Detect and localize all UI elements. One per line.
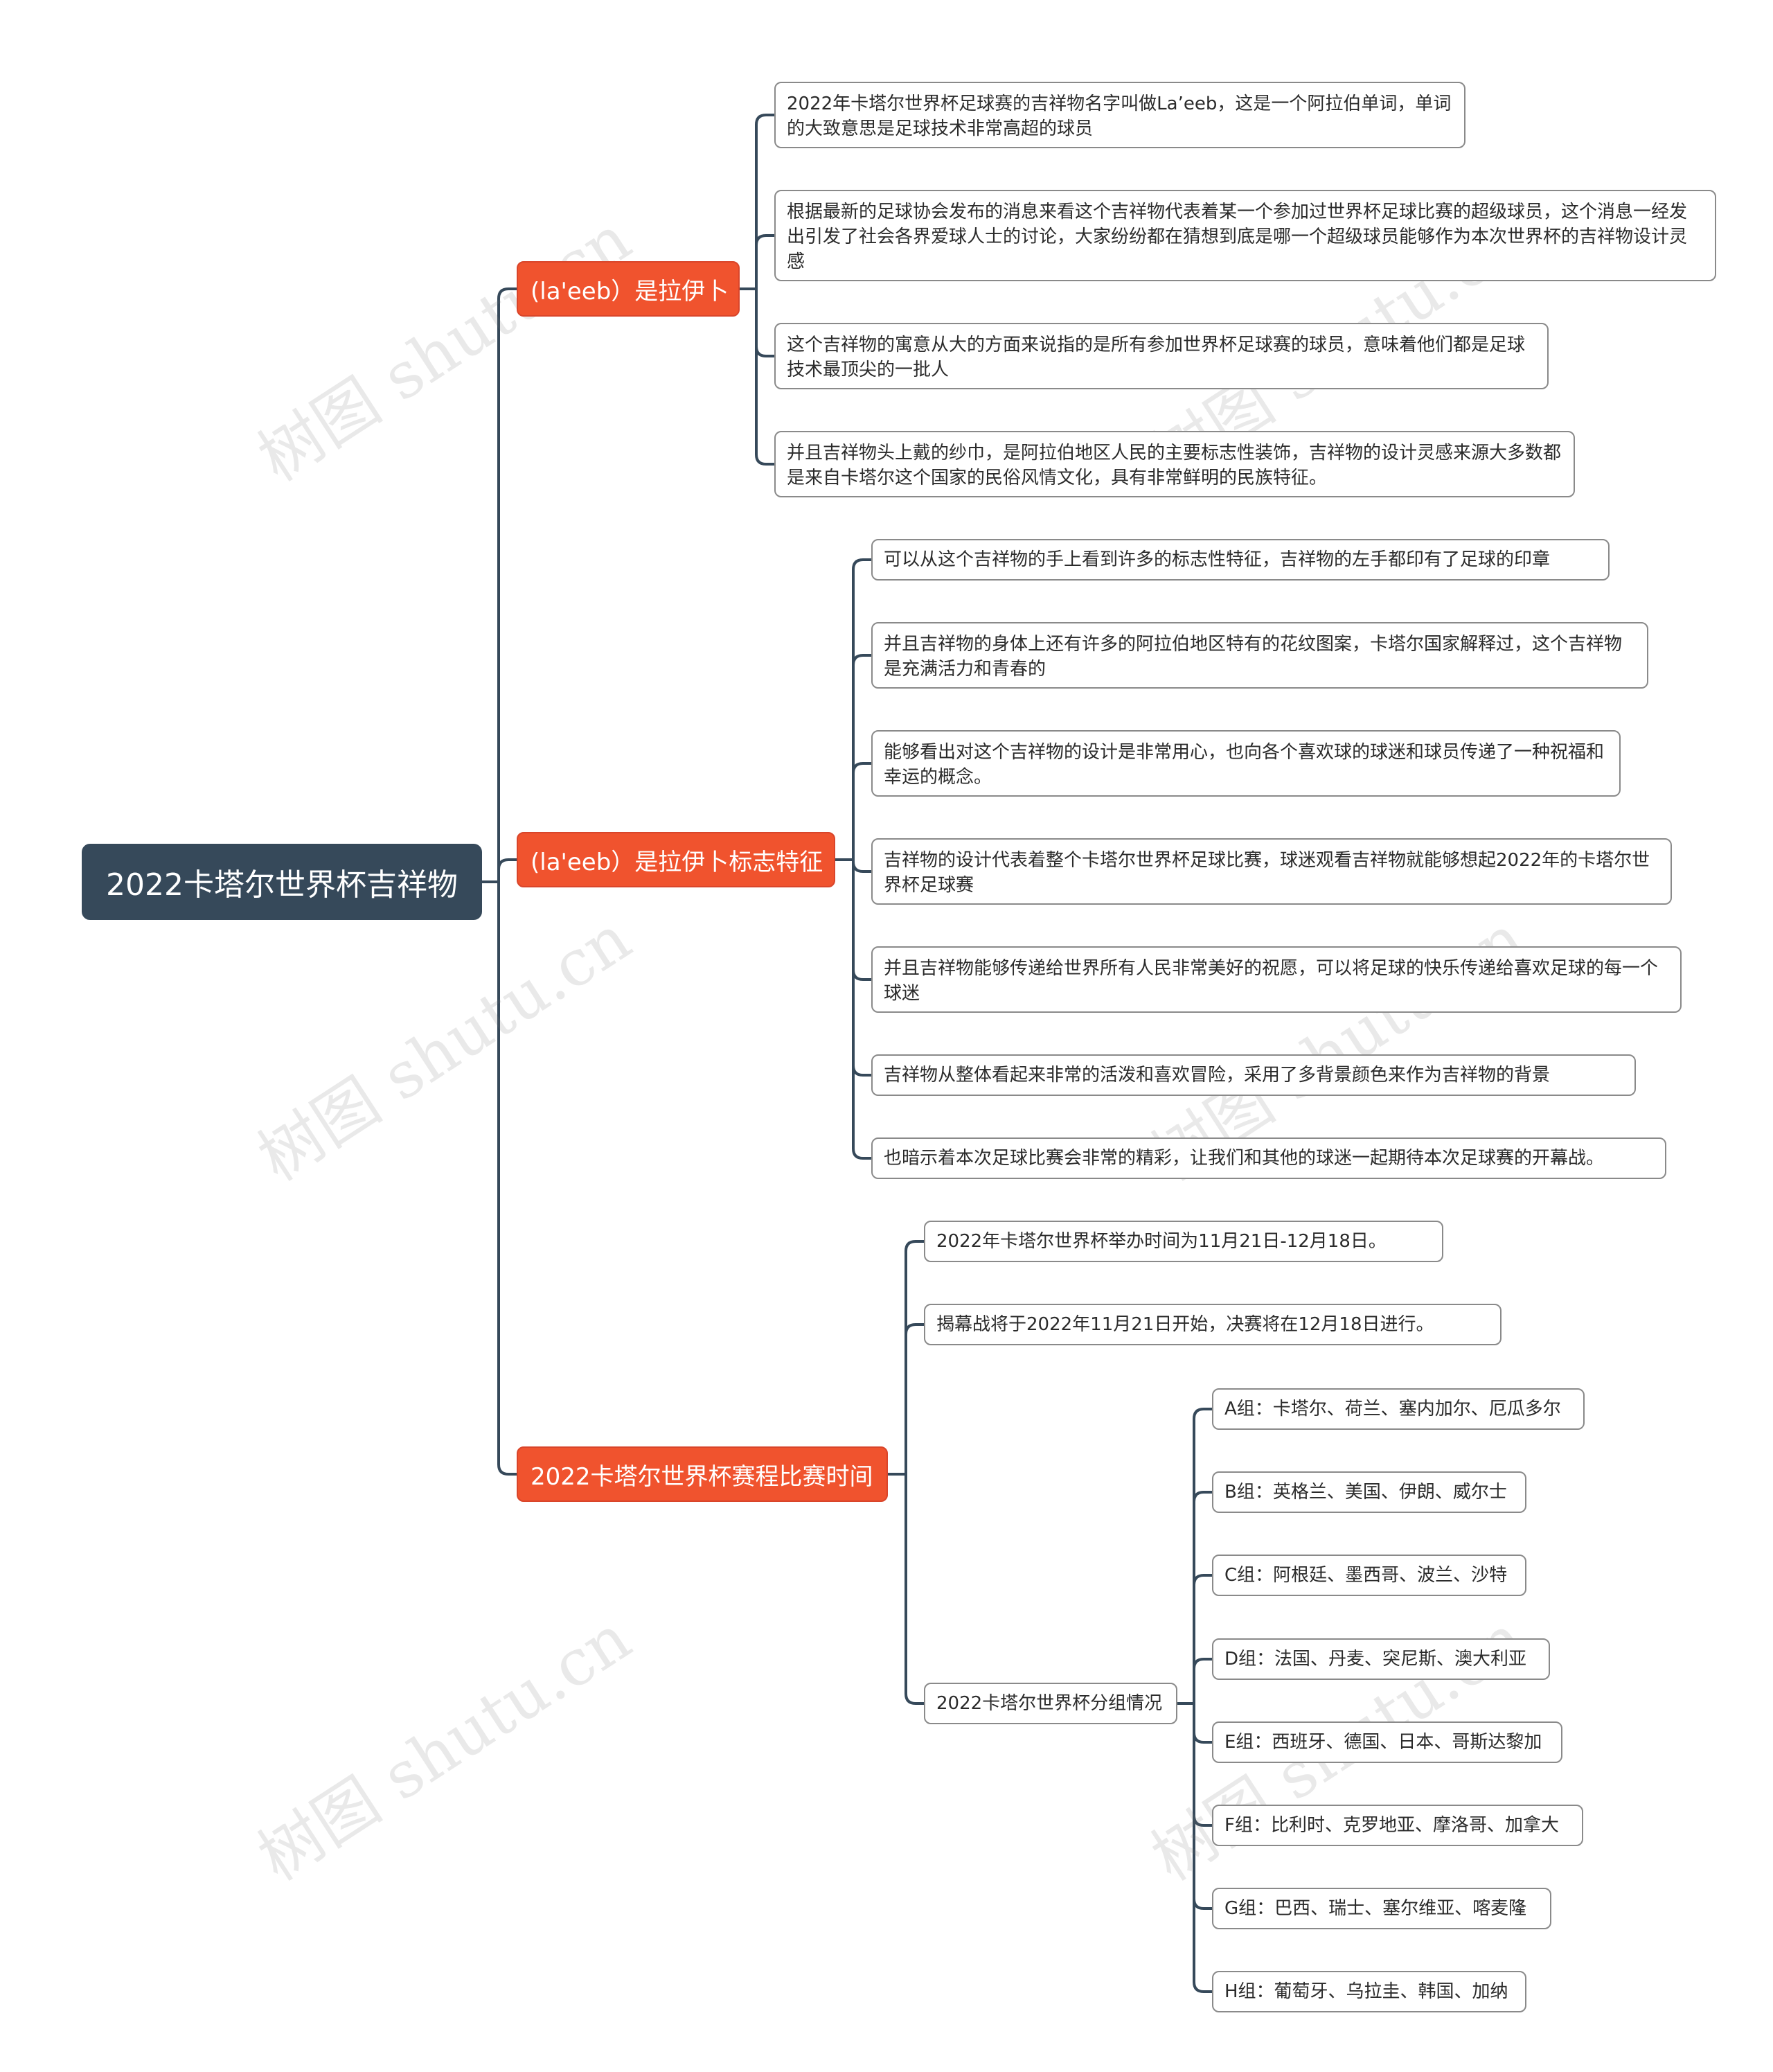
leaf-schedule-opening[interactable]: 揭幕战将于2022年11月21日开始，决赛将在12月18日进行。: [924, 1304, 1502, 1345]
branch-mascot-features[interactable]: (la'eeb）是拉伊卜标志特征: [517, 832, 835, 887]
leaf-feature-4[interactable]: 吉祥物的设计代表着整个卡塔尔世界杯足球比赛，球迷观看吉祥物就能够想起2022年的…: [871, 838, 1672, 905]
leaf-schedule-groups[interactable]: 2022卡塔尔世界杯分组情况: [924, 1683, 1177, 1724]
leaf-group-f[interactable]: F组：比利时、克罗地亚、摩洛哥、加拿大: [1212, 1805, 1583, 1846]
connector-leaf-schedule-groups: [1176, 1408, 1213, 1993]
connector-root-node: [481, 287, 518, 1476]
root-node[interactable]: 2022卡塔尔世界杯吉祥物: [82, 844, 482, 920]
connector-branch-schedule: [886, 1240, 925, 1705]
leaf-group-e[interactable]: E组：西班牙、德国、日本、哥斯达黎加: [1212, 1721, 1562, 1763]
leaf-group-h[interactable]: H组：葡萄牙、乌拉圭、韩国、加纳: [1212, 1971, 1526, 2012]
leaf-mascot-name-1[interactable]: 2022年卡塔尔世界杯足球赛的吉祥物名字叫做La’eeb，这是一个阿拉伯单词，单…: [774, 82, 1465, 148]
branch-mascot-name[interactable]: (la'eeb）是拉伊卜: [517, 261, 740, 317]
leaf-mascot-name-3[interactable]: 这个吉祥物的寓意从大的方面来说指的是所有参加世界杯足球赛的球员，意味着他们都是足…: [774, 323, 1549, 389]
leaf-group-g[interactable]: G组：巴西、瑞士、塞尔维亚、喀麦隆: [1212, 1888, 1551, 1929]
leaf-mascot-name-2[interactable]: 根据最新的足球协会发布的消息来看这个吉祥物代表着某一个参加过世界杯足球比赛的超级…: [774, 190, 1716, 281]
leaf-group-a[interactable]: A组：卡塔尔、荷兰、塞内加尔、厄瓜多尔: [1212, 1388, 1585, 1430]
connector-branch-mascot-name: [738, 114, 776, 466]
connector-branch-mascot-features: [834, 558, 873, 1160]
leaf-feature-7[interactable]: 也暗示着本次足球比赛会非常的精彩，让我们和其他的球迷一起期待本次足球赛的开幕战。: [871, 1137, 1666, 1179]
branch-schedule[interactable]: 2022卡塔尔世界杯赛程比赛时间: [517, 1446, 888, 1502]
leaf-mascot-name-4[interactable]: 并且吉祥物头上戴的纱巾，是阿拉伯地区人民的主要标志性装饰，吉祥物的设计灵感来源大…: [774, 431, 1575, 497]
leaf-group-c[interactable]: C组：阿根廷、墨西哥、波兰、沙特: [1212, 1555, 1526, 1596]
leaf-feature-2[interactable]: 并且吉祥物的身体上还有许多的阿拉伯地区特有的花纹图案，卡塔尔国家解释过，这个吉祥…: [871, 622, 1648, 689]
leaf-feature-1[interactable]: 可以从这个吉祥物的手上看到许多的标志性特征，吉祥物的左手都印有了足球的印章: [871, 539, 1610, 581]
leaf-schedule-dates[interactable]: 2022年卡塔尔世界杯举办时间为11月21日-12月18日。: [924, 1221, 1443, 1262]
leaf-feature-6[interactable]: 吉祥物从整体看起来非常的活泼和喜欢冒险，采用了多背景颜色来作为吉祥物的背景: [871, 1054, 1636, 1096]
leaf-feature-3[interactable]: 能够看出对这个吉祥物的设计是非常用心，也向各个喜欢球的球迷和球员传递了一种祝福和…: [871, 730, 1621, 797]
leaf-group-b[interactable]: B组：英格兰、美国、伊朗、威尔士: [1212, 1471, 1526, 1513]
leaf-feature-5[interactable]: 并且吉祥物能够传递给世界所有人民非常美好的祝愿，可以将足球的快乐传递给喜欢足球的…: [871, 946, 1682, 1013]
leaf-group-d[interactable]: D组：法国、丹麦、突尼斯、澳大利亚: [1212, 1638, 1550, 1680]
